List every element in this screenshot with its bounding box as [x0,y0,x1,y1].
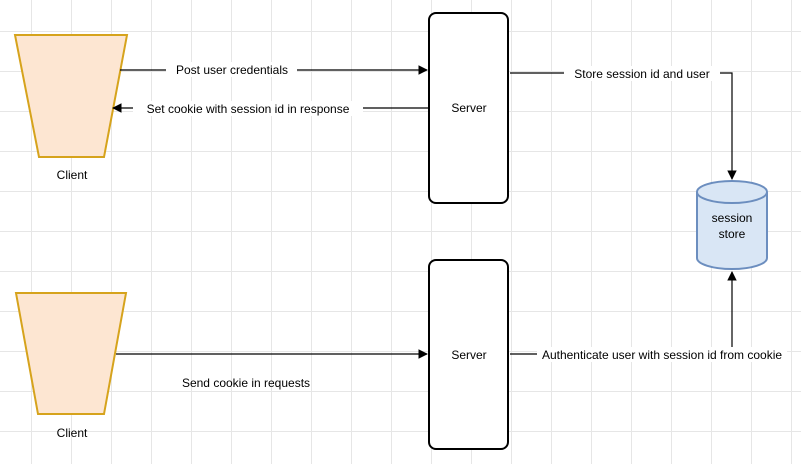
store-session-arrow[interactable] [510,72,737,180]
server-top-label: Server [451,101,486,115]
session-store-label-line2: store [719,227,746,241]
session-store-label-line1: session [712,211,753,225]
post-credentials-label: Post user credentials [176,63,288,77]
post-credentials-label-bg [166,62,297,77]
set-cookie-label-bg [133,101,363,116]
send-cookie-label: Send cookie in requests [182,376,310,390]
authenticate-label-bg [537,347,787,362]
set-cookie-label: Set cookie with session id in response [147,102,350,116]
server-bottom-label: Server [451,348,486,362]
authenticate-label: Authenticate user with session id from c… [542,348,782,362]
session-store-cylinder[interactable] [696,180,768,270]
client-bottom-label: Client [57,426,88,440]
client-top-label: Client [57,168,88,182]
store-session-label: Store session id and user [574,67,709,81]
store-session-label-bg [564,66,720,81]
authenticate-arrow[interactable] [510,271,737,355]
server-bottom-shape[interactable] [428,259,509,450]
client-top-shape[interactable] [13,34,129,158]
client-bottom-shape[interactable] [14,292,128,415]
